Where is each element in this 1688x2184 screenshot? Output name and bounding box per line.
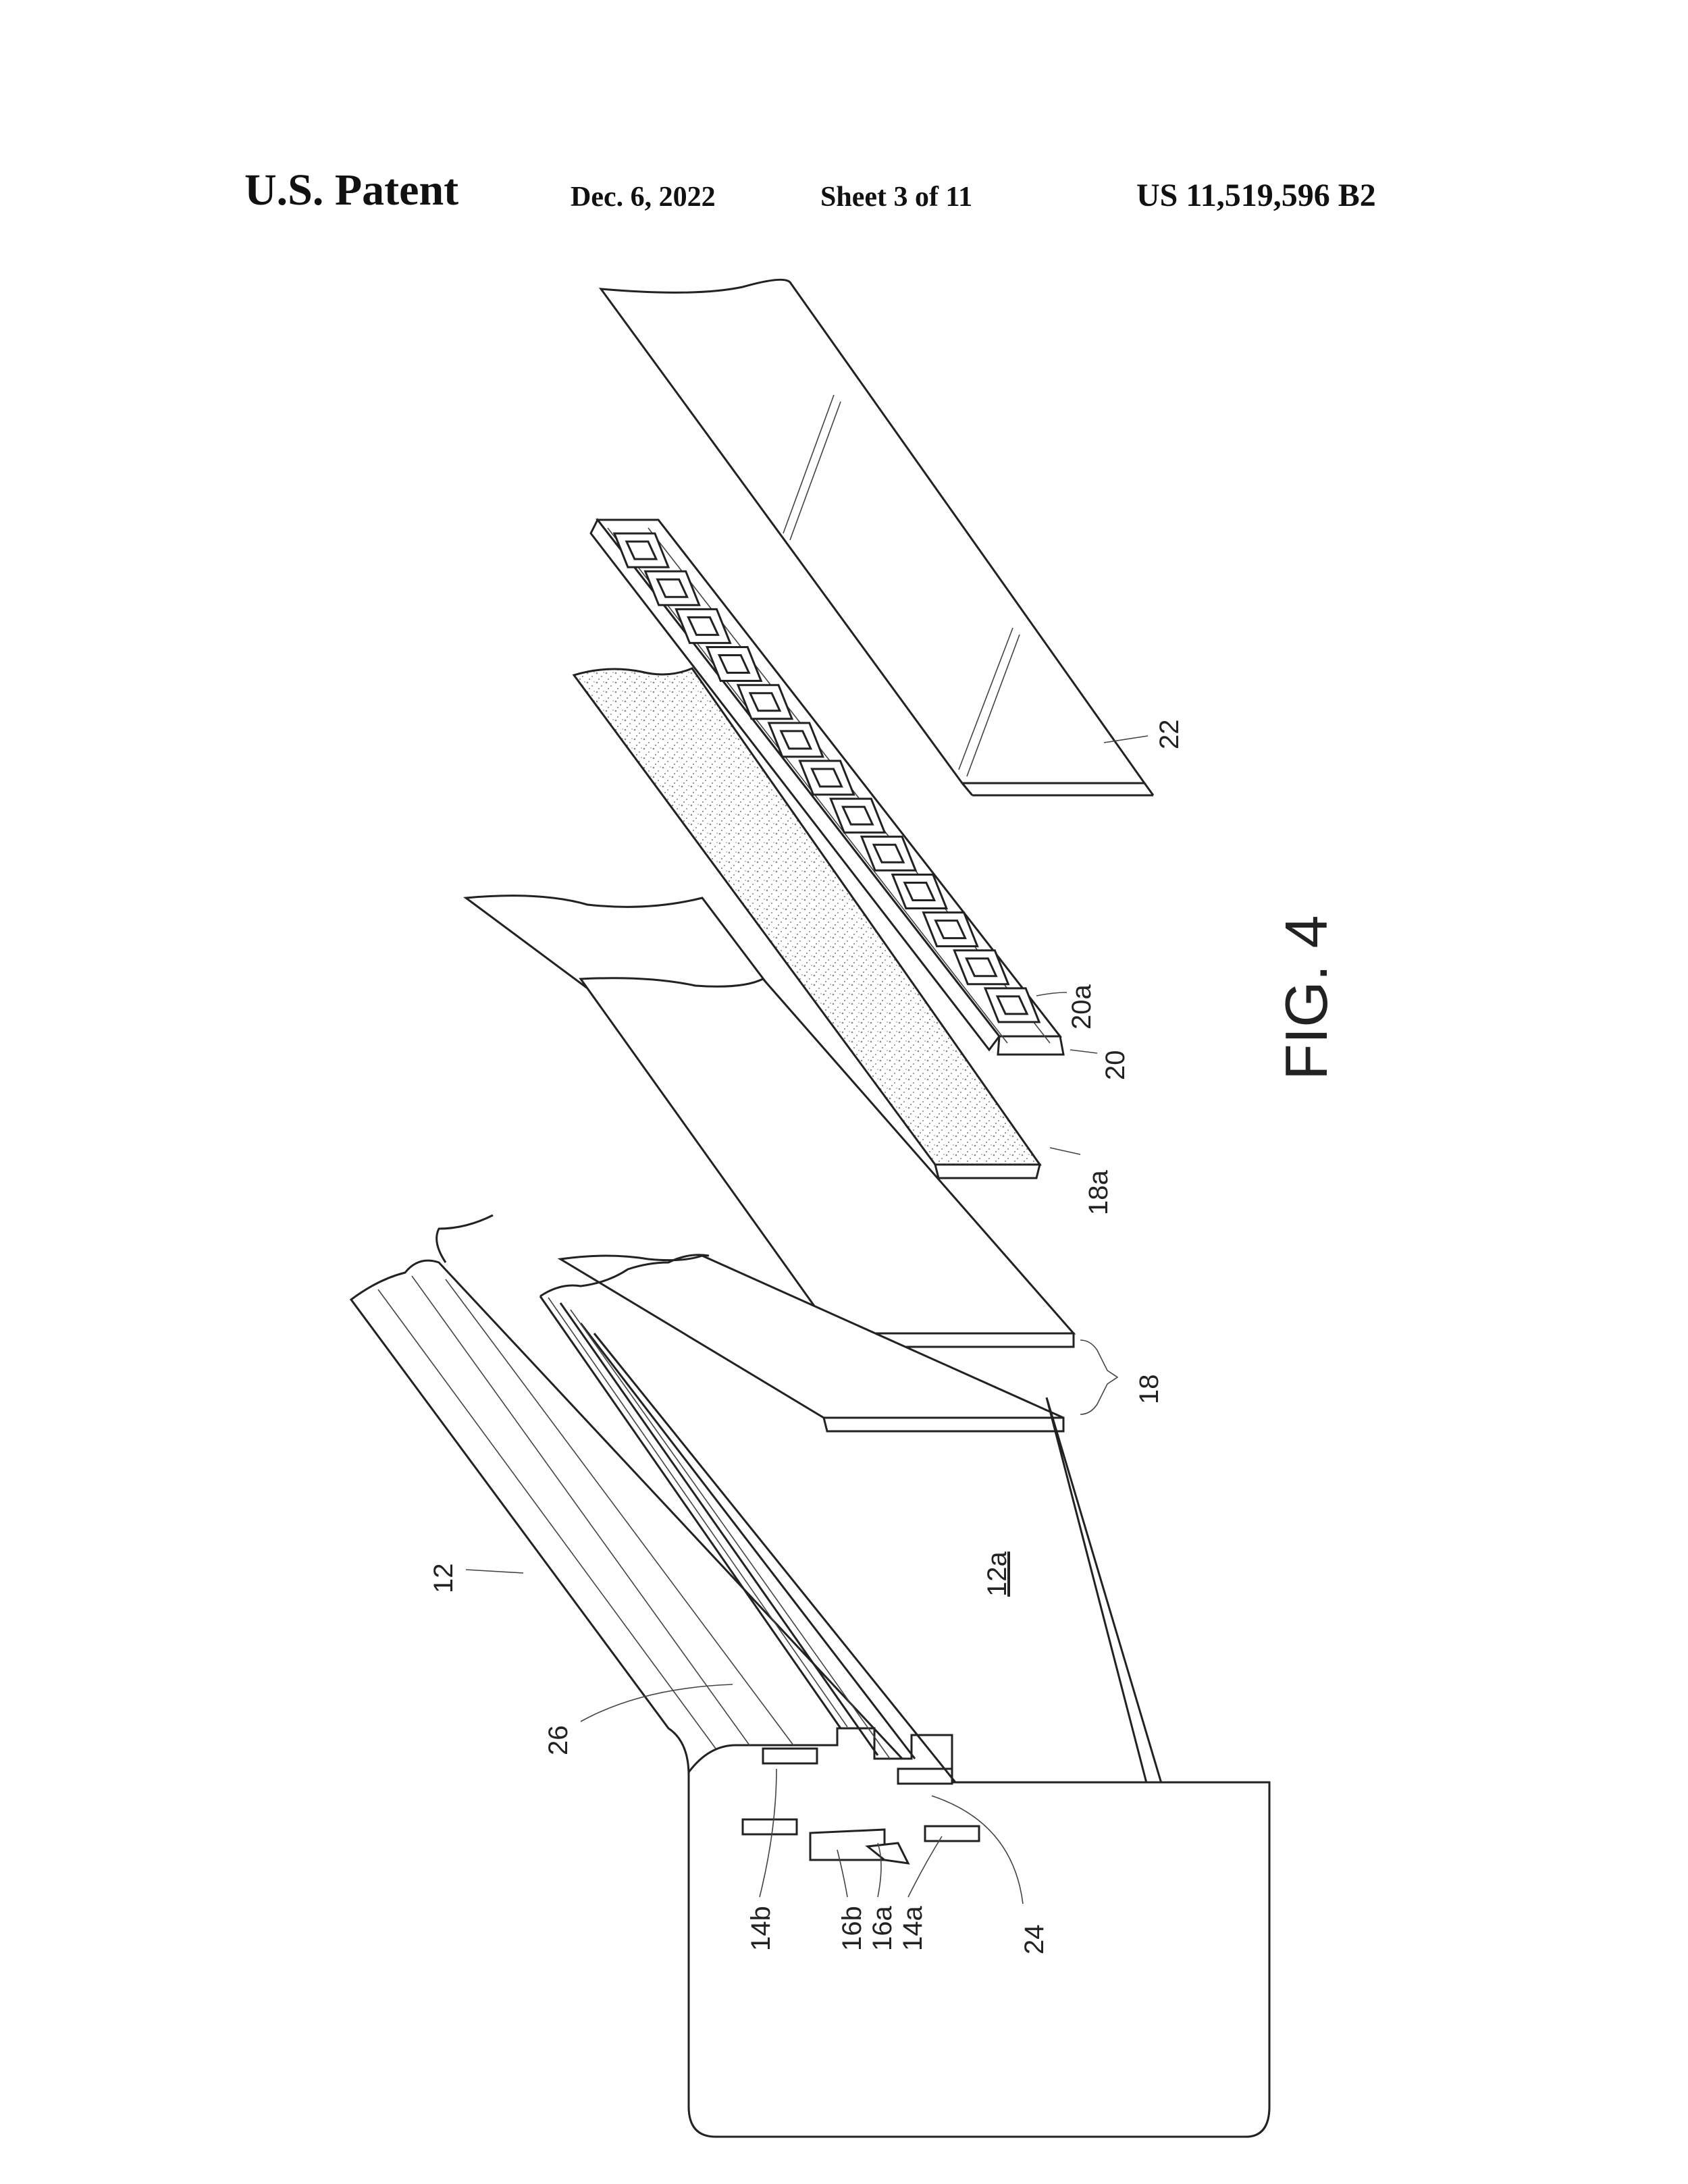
label-24: 24 bbox=[1020, 1925, 1049, 1955]
label-20a: 20a bbox=[1067, 984, 1097, 1030]
diffuser-18a bbox=[572, 667, 1042, 1179]
led-chip bbox=[625, 540, 658, 560]
header-sheet: Sheet 3 of 11 bbox=[820, 182, 973, 213]
led-chip bbox=[810, 768, 843, 788]
panel-18-lower bbox=[557, 1254, 1065, 1433]
panel-18-upper bbox=[463, 895, 1076, 1348]
label-12a: 12a bbox=[982, 1551, 1012, 1597]
led-chip bbox=[656, 578, 689, 598]
page-header: U.S. Patent Dec. 6, 2022 Sheet 3 of 11 U… bbox=[0, 0, 1688, 270]
led-chip bbox=[717, 654, 751, 674]
cover-sheet-22 bbox=[598, 278, 1155, 797]
housing-12 bbox=[349, 1214, 1271, 2138]
header-date: Dec. 6, 2022 bbox=[571, 182, 716, 213]
led-chip bbox=[687, 616, 720, 636]
label-18a: 18a bbox=[1084, 1170, 1113, 1215]
label-14b: 14b bbox=[746, 1906, 776, 1951]
label-12: 12 bbox=[429, 1564, 458, 1594]
label-22: 22 bbox=[1155, 720, 1184, 750]
led-chip bbox=[748, 692, 782, 712]
led-chip bbox=[995, 995, 1029, 1015]
led-chip bbox=[872, 843, 905, 863]
label-18: 18 bbox=[1134, 1375, 1164, 1405]
label-16b: 16b bbox=[837, 1906, 867, 1951]
label-26: 26 bbox=[544, 1726, 573, 1756]
led-chip bbox=[903, 881, 937, 901]
led-chip bbox=[965, 957, 998, 978]
label-16a: 16a bbox=[868, 1906, 897, 1951]
led-chip bbox=[841, 805, 874, 826]
label-20: 20 bbox=[1101, 1050, 1130, 1081]
label-14a: 14a bbox=[898, 1906, 928, 1951]
led-chip bbox=[934, 920, 967, 940]
figure-caption: FIG. 4 bbox=[1273, 915, 1340, 1081]
led-chip bbox=[779, 730, 813, 750]
reference-labels: 12 12a 26 24 14b 16b 16a 14a 18 18a 20 2… bbox=[429, 720, 1340, 1955]
led-strip-20 bbox=[589, 518, 1065, 1056]
header-title: U.S. Patent bbox=[244, 165, 459, 215]
header-patent-number: US 11,519,596 B2 bbox=[1136, 178, 1376, 213]
